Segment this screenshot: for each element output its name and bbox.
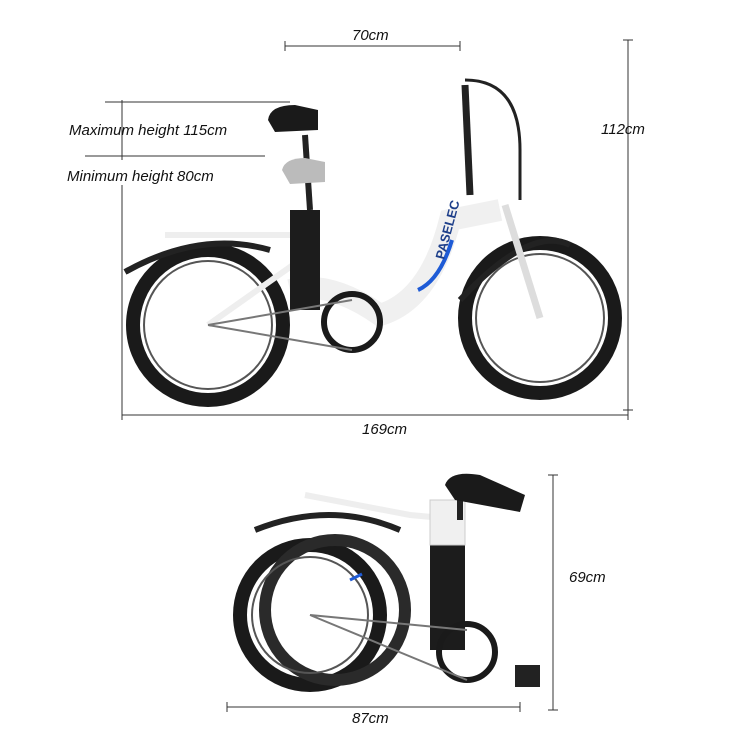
max-seat-height-label: Maximum height 115cm <box>69 122 228 139</box>
bike-folded <box>233 473 540 692</box>
folded-height-label: 69cm <box>569 569 606 586</box>
total-length-label: 169cm <box>362 421 408 438</box>
total-height-label: 112cm <box>601 121 645 138</box>
handlebar-reach-label: 70cm <box>352 27 389 44</box>
bike-unfolded: PASELEC <box>123 78 622 407</box>
folded-length-label: 87cm <box>352 710 389 727</box>
min-seat-height-label: Minimum height 80cm <box>67 168 214 185</box>
dimension-lines <box>85 39 633 712</box>
